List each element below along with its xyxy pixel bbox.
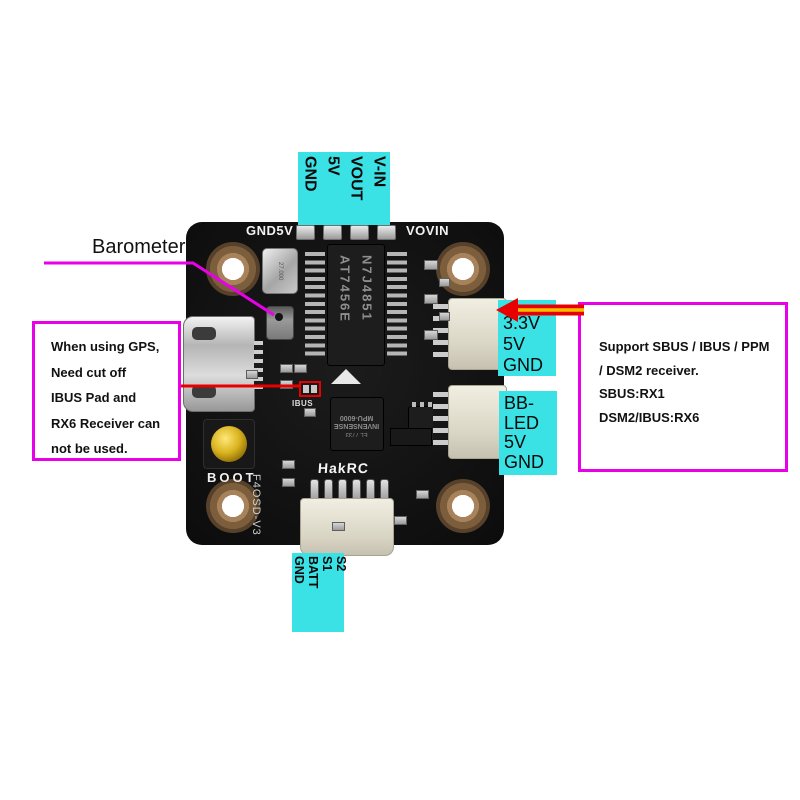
pin-label: 3.3V: [503, 313, 541, 333]
note-line: IBUS Pad and: [51, 390, 137, 405]
note-line: Support SBUS / IBUS / PPM: [599, 339, 770, 354]
pin-label-right-upper: 3.3V 5V GND: [498, 300, 556, 376]
brand-logo: HakRC: [317, 460, 370, 476]
pin-label: LED: [504, 412, 540, 433]
note-line: DSM2/IBUS:RX6: [599, 409, 700, 425]
pin-label-right-lower: BB- LED 5V GND: [499, 391, 557, 475]
crystal-oscillator: 27.000: [262, 248, 298, 294]
solder-pad: [304, 408, 316, 417]
pin-label: VOUT: [347, 156, 365, 201]
osd-chip-marking-1: AT7456E: [337, 255, 353, 323]
pin-label: GND: [301, 156, 319, 192]
pin-label: GND: [503, 355, 543, 375]
small-ic: [390, 428, 432, 446]
usb-pins: [254, 341, 263, 389]
pin-label: S2: [334, 556, 348, 572]
boot-button-dome: [211, 426, 247, 462]
solder-pad: [394, 516, 407, 525]
mounting-hole-top-right: [436, 242, 490, 296]
gyro-marking-2: INVENSENSE: [334, 422, 380, 429]
ibus-silkscreen: IBUS: [292, 399, 314, 408]
pin-label: BATT: [306, 556, 320, 589]
silkscreen-gnd5v: GND5V: [246, 223, 294, 238]
ibus-pad-highlight: [299, 381, 321, 397]
pin-label: 5V: [324, 156, 342, 176]
barometer-callout-label: Barometer: [92, 236, 186, 258]
mounting-hole-bottom-left: [206, 479, 260, 533]
solder-pad: [280, 380, 293, 389]
solder-pad: [332, 522, 345, 531]
mounting-hole-bottom-right: [436, 479, 490, 533]
osd-chip-at7456e: AT7456E N7J4851: [327, 244, 385, 366]
osd-chip-marking-2: N7J4851: [359, 255, 375, 322]
solder-pad: [282, 478, 295, 487]
orientation-arrow-silkscreen: [331, 369, 361, 384]
mounting-hole-top-left: [206, 242, 260, 296]
gyro-marking-1: EL 7733: [345, 430, 369, 437]
bottom-jst-connector: [300, 498, 394, 556]
osd-chip-pins-left: [305, 252, 325, 360]
pin-label: 5V: [504, 432, 527, 452]
micro-usb-port: [183, 316, 263, 412]
solder-pad: [294, 364, 307, 373]
solder-pad: [424, 294, 438, 304]
right-lower-connector-pins: [433, 392, 449, 450]
crystal-marking: 27.000: [277, 261, 283, 281]
solder-pad: [424, 260, 438, 270]
note-line: not be used.: [51, 441, 128, 456]
pin-label: 5V: [503, 334, 526, 354]
note-line: When using GPS,: [51, 339, 160, 354]
silkscreen-vovin: VOVIN: [406, 223, 449, 238]
solder-pad: [416, 490, 429, 499]
pin-label-top: GND 5V VOUT V-IN: [298, 152, 390, 225]
boot-silkscreen: BOOT: [207, 470, 257, 485]
solder-pad: [282, 460, 295, 469]
pin-label: GND: [292, 556, 306, 584]
pin-label-bottom: GND BATT S1 S2: [292, 553, 348, 632]
solder-pad: [424, 330, 438, 340]
top-solder-pads: [296, 225, 396, 240]
gps-warning-note: When using GPS, Need cut off IBUS Pad an…: [32, 321, 181, 461]
note-line: / DSM2 receiver.: [599, 362, 699, 378]
boot-button: [203, 419, 255, 469]
solder-pad: [280, 364, 293, 373]
solder-pad: [246, 370, 258, 379]
solder-pad: [439, 312, 450, 321]
solder-pad: [439, 278, 450, 287]
pin-label: BB-: [504, 393, 535, 413]
note-line: SBUS:RX1: [599, 386, 665, 401]
pin-label: V-IN: [370, 156, 388, 188]
note-line: Need cut off: [51, 364, 127, 380]
model-silkscreen: F4OSD-V3: [250, 474, 262, 536]
note-line: RX6 Receiver can: [51, 415, 161, 431]
pin-label: GND: [504, 451, 544, 472]
flight-controller-board: GND5V VOVIN 27.000 AT7456E N7J4851 BOOT …: [183, 222, 507, 556]
usb-shell-hole: [192, 327, 216, 340]
usb-shell-hole: [192, 385, 216, 398]
pin-label: S1: [320, 556, 334, 572]
receiver-support-note: Support SBUS / IBUS / PPM / DSM2 receive…: [578, 302, 788, 472]
barometer-sensor: [266, 306, 294, 340]
gyro-marking-3: MPU-6000: [340, 413, 374, 421]
gyro-chip-mpu6000: EL 7733 INVENSENSE MPU-6000: [330, 397, 384, 451]
osd-chip-pins-right: [387, 252, 407, 360]
